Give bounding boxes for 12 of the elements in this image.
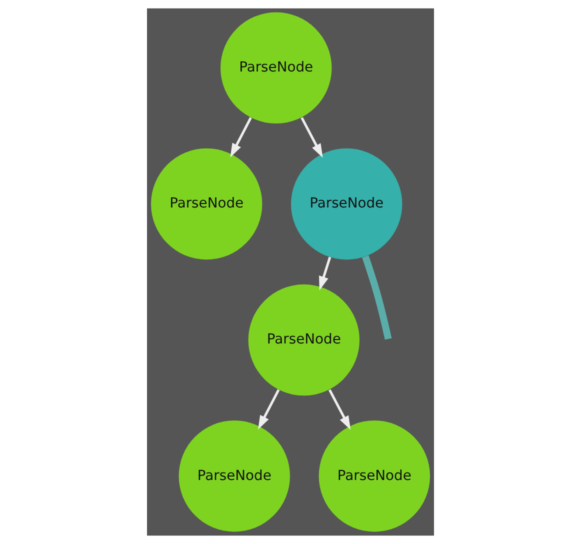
arrow [258, 389, 280, 430]
arrow [230, 117, 252, 158]
arrow [300, 117, 322, 158]
arrow [328, 389, 350, 430]
arrow [318, 256, 331, 290]
node-circle: ParseNode [220, 12, 332, 124]
node-circle: ParseNode [248, 284, 360, 396]
node-circle: ParseNode [318, 420, 430, 532]
node-circle: ParseNode [290, 148, 402, 260]
node-circle: ParseNode [150, 148, 262, 260]
node-circle: ParseNode [178, 420, 290, 532]
connector [362, 255, 392, 340]
